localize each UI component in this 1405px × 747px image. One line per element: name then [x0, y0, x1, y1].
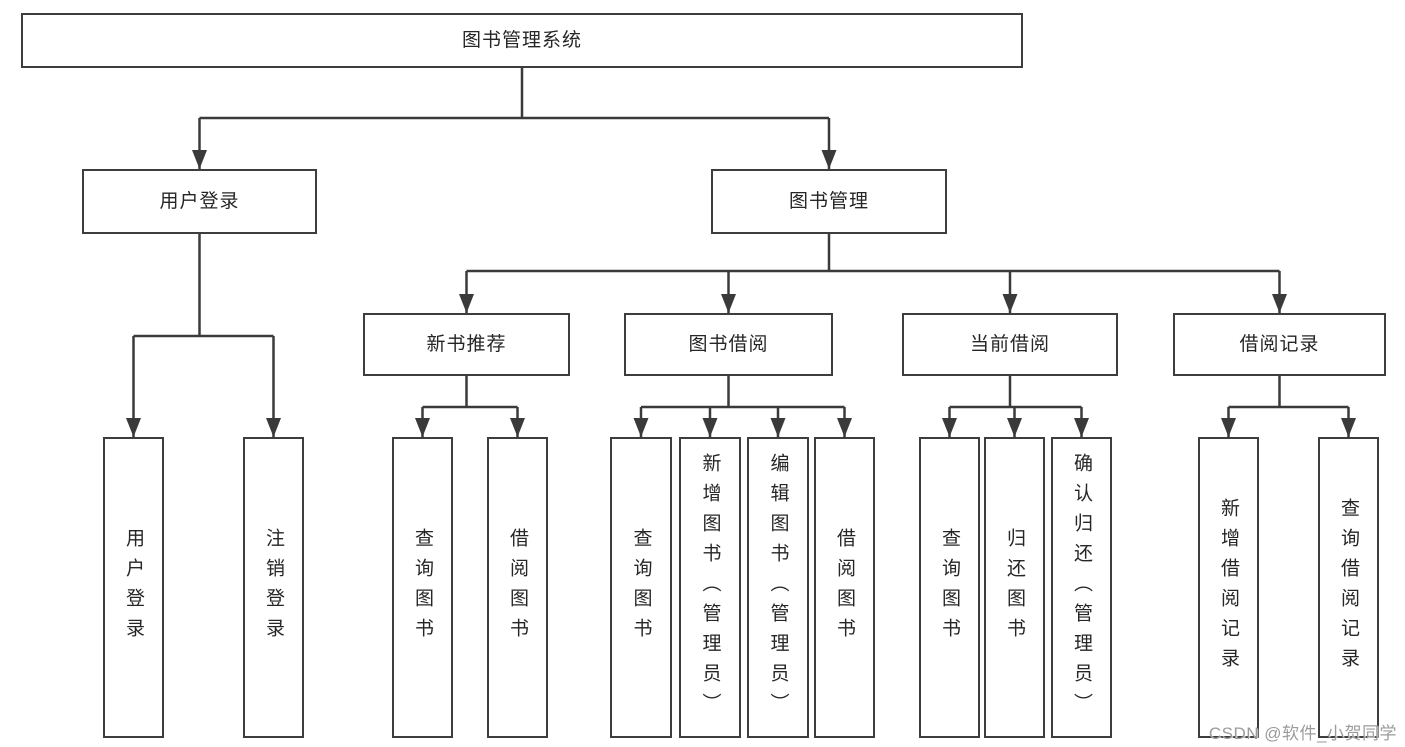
node-book-management: 图书管理: [711, 169, 947, 234]
csdn-watermark: CSDN @软件_小贺同学: [1208, 724, 1397, 743]
leaf-borrow-books-borrow: 借阅图书: [814, 437, 875, 738]
node-book-borrow: 图书借阅: [624, 313, 833, 376]
leaf-query-books-current: 查询图书: [919, 437, 980, 738]
connector-book-management-to-level3: [459, 234, 1287, 313]
node-new-book-recommend: 新书推荐: [363, 313, 570, 376]
leaf-query-books-newbook: 查询图书: [392, 437, 453, 738]
leaf-edit-book-admin: 编辑图书（管理员）: [747, 437, 809, 738]
leaf-borrow-books-newbook: 借阅图书: [487, 437, 548, 738]
leaf-query-books-borrow: 查询图书: [610, 437, 672, 738]
leaf-logout: 注销登录: [243, 437, 304, 738]
leaf-confirm-return-admin: 确认归还（管理员）: [1051, 437, 1112, 738]
leaf-query-borrow-record: 查询借阅记录: [1318, 437, 1379, 738]
connector-book-borrow-leaves: [633, 376, 852, 437]
connector-user-login-leaves: [126, 234, 281, 437]
leaf-add-borrow-record: 新增借阅记录: [1198, 437, 1259, 738]
connector-new-book-leaves: [415, 376, 525, 437]
leaf-user-login: 用户登录: [103, 437, 164, 738]
connector-root-to-level2: [192, 68, 837, 169]
leaf-add-book-admin: 新增图书（管理员）: [679, 437, 741, 738]
connector-borrow-records-leaves: [1221, 376, 1356, 437]
node-current-borrow: 当前借阅: [902, 313, 1118, 376]
node-user-login: 用户登录: [82, 169, 317, 234]
node-root: 图书管理系统: [21, 13, 1023, 68]
connector-current-borrow-leaves: [942, 376, 1089, 437]
node-borrow-records: 借阅记录: [1173, 313, 1386, 376]
leaf-return-book: 归还图书: [984, 437, 1045, 738]
